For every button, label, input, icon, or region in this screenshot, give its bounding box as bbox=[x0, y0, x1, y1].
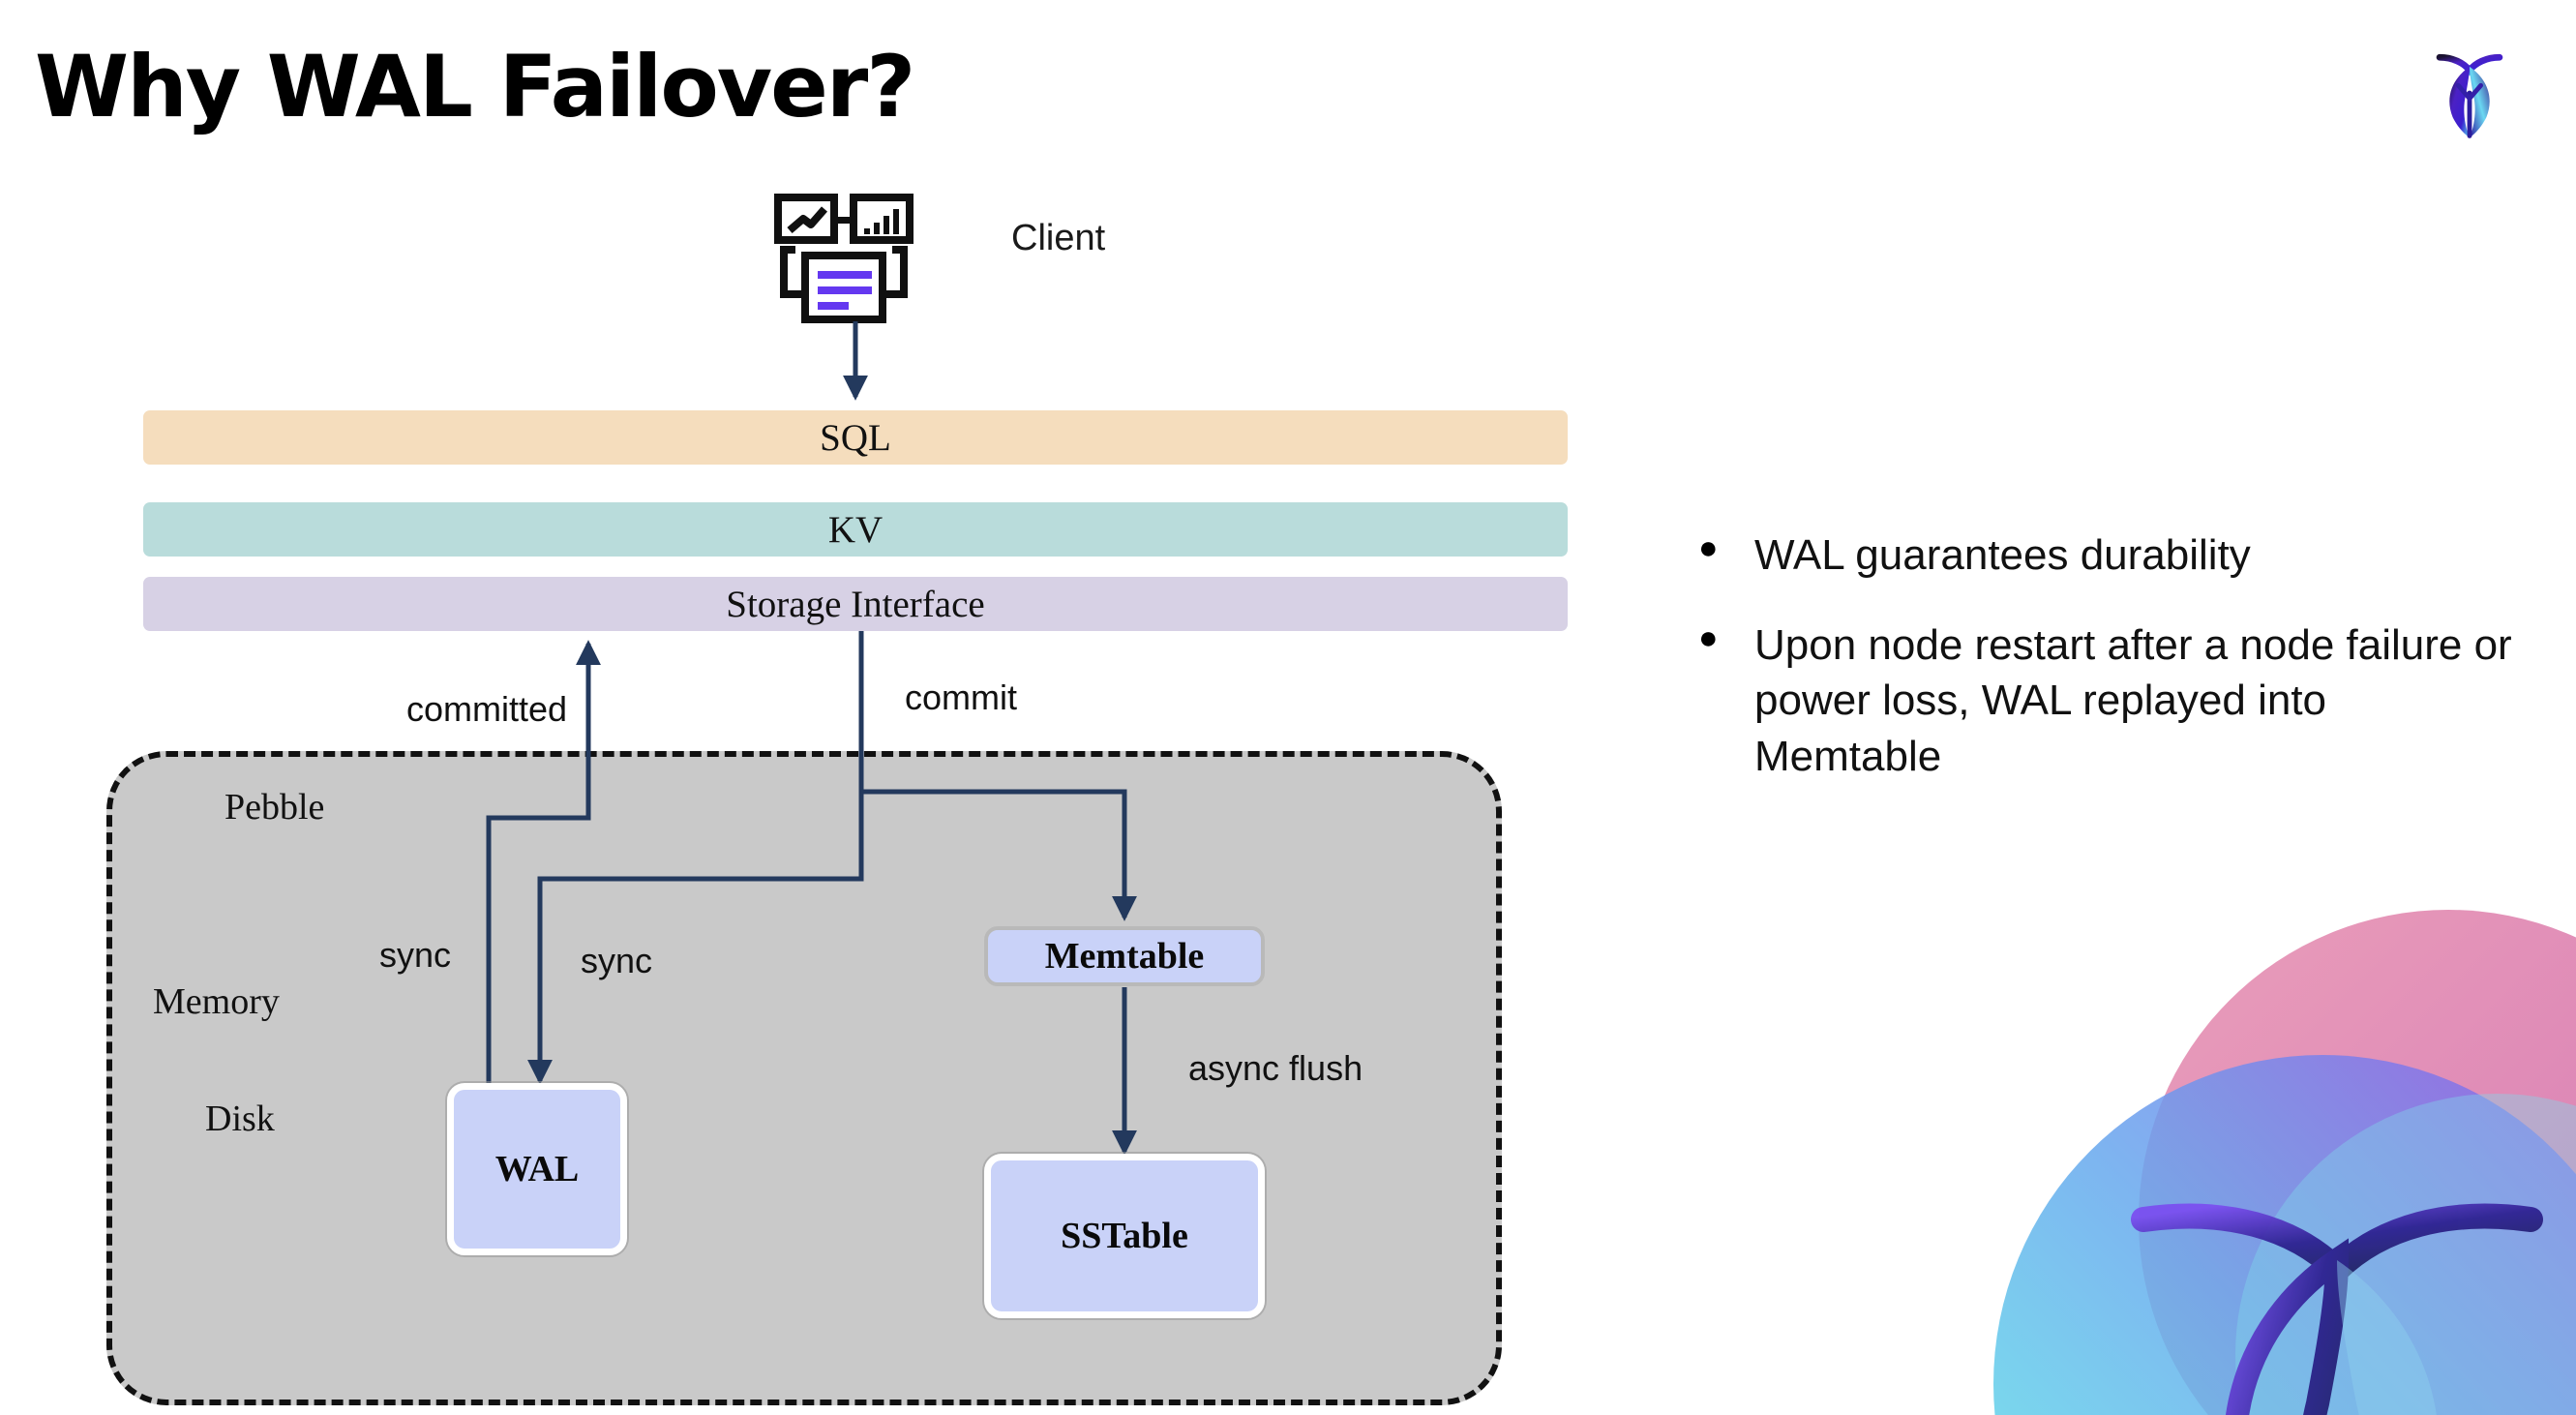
client-label: Client bbox=[1011, 218, 1106, 258]
bullet-list: ● WAL guarantees durability ● Upon node … bbox=[1698, 527, 2521, 819]
bullet-text: Upon node restart after a node failure o… bbox=[1754, 621, 2512, 780]
edge-label-committed: committed bbox=[406, 689, 568, 729]
node-label-wal: WAL bbox=[494, 1149, 580, 1189]
bullet-marker: ● bbox=[1698, 619, 1719, 657]
layer-label-kv: KV bbox=[827, 508, 884, 551]
bullet-text: WAL guarantees durability bbox=[1754, 531, 2251, 579]
node-memtable: Memtable bbox=[984, 926, 1265, 986]
page-title: Why WAL Failover? bbox=[35, 37, 915, 136]
node-label-memtable: Memtable bbox=[1044, 936, 1205, 977]
decorative-logo-watermark bbox=[1906, 900, 2576, 1415]
bullet-marker: ● bbox=[1698, 529, 1719, 566]
layer-bar-kv: KV bbox=[143, 502, 1568, 557]
node-label-sstable: SSTable bbox=[1061, 1216, 1188, 1256]
cockroachdb-logo-icon bbox=[2413, 37, 2526, 149]
node-wal: WAL bbox=[447, 1083, 627, 1255]
edge-label-commit: commit bbox=[905, 677, 1017, 717]
layer-bar-storage-interface: Storage Interface bbox=[143, 577, 1568, 631]
edge-label-async-flush: async flush bbox=[1188, 1048, 1363, 1088]
disk-label: Disk bbox=[205, 1099, 275, 1139]
memory-label: Memory bbox=[153, 981, 280, 1022]
layer-label-sql: SQL bbox=[820, 416, 891, 459]
pebble-label: Pebble bbox=[225, 787, 325, 828]
edge-label-sync-left: sync bbox=[379, 935, 452, 975]
list-item: ● Upon node restart after a node failure… bbox=[1698, 617, 2521, 784]
layer-label-storage-interface: Storage Interface bbox=[726, 583, 985, 625]
layer-bar-sql: SQL bbox=[143, 410, 1568, 465]
client-dashboard-icon bbox=[774, 194, 929, 329]
list-item: ● WAL guarantees durability bbox=[1698, 527, 2521, 583]
node-sstable: SSTable bbox=[984, 1154, 1265, 1318]
edge-label-sync-right: sync bbox=[581, 941, 653, 980]
